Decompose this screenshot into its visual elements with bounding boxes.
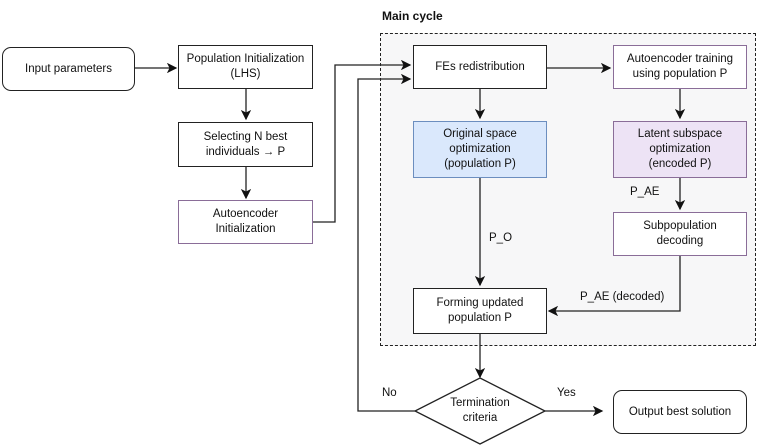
node-autoencoder-training[interactable]: Autoencoder training using population P xyxy=(613,45,747,89)
edge-label-p-ae-decoded: P_AE (decoded) xyxy=(580,291,665,303)
edge-label-p-ae: P_AE xyxy=(630,186,660,198)
edge-label-yes: Yes xyxy=(557,387,576,399)
edge-label-p-o: P_O xyxy=(489,232,513,244)
edge-no-loop xyxy=(357,73,415,412)
termination-diamond xyxy=(413,377,547,445)
node-input-parameters[interactable]: Input parameters xyxy=(2,47,135,91)
edge-label-no: No xyxy=(382,387,397,399)
node-latent-subspace-optimization[interactable]: Latent subspace optimization (encoded P) xyxy=(613,121,747,178)
edge-decoding-to-forming xyxy=(547,256,681,317)
node-original-space-optimization[interactable]: Original space optimization (population … xyxy=(413,121,547,178)
node-fes-redistribution[interactable]: FEs redistribution xyxy=(413,45,547,89)
node-selecting-best[interactable]: Selecting N best individuals → P xyxy=(178,122,313,167)
main-cycle-title: Main cycle xyxy=(382,9,443,23)
edge-ae-init-to-fes xyxy=(313,59,412,223)
node-forming-updated-population[interactable]: Forming updated population P xyxy=(413,288,547,334)
node-population-initialization[interactable]: Population Initialization (LHS) xyxy=(178,45,313,89)
node-termination-criteria[interactable]: Termination criteria xyxy=(450,397,510,424)
node-autoencoder-initialization[interactable]: Autoencoder Initialization xyxy=(178,200,313,244)
node-output-best-solution[interactable]: Output best solution xyxy=(613,390,747,434)
node-subpopulation-decoding[interactable]: Subpopulation decoding xyxy=(613,212,747,256)
